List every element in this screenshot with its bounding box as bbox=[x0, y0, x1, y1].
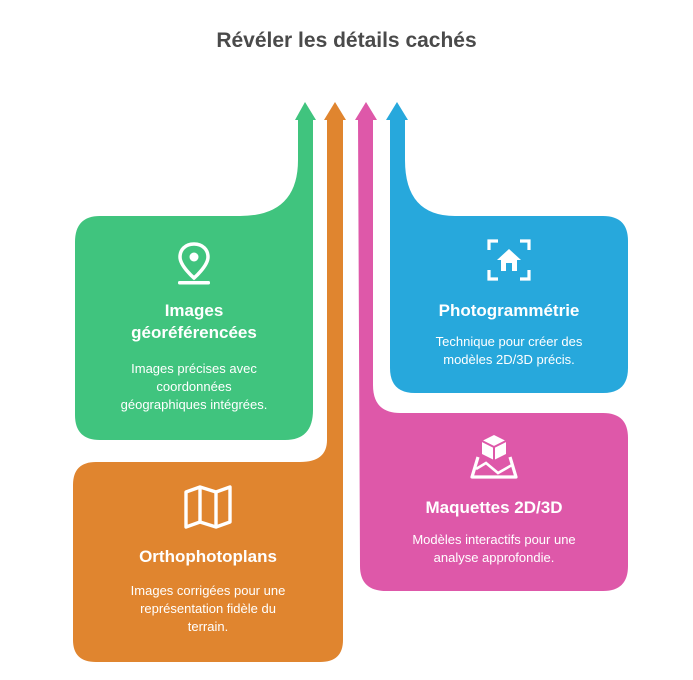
card-orthophotoplans: Orthophotoplans Images corrigées pour un… bbox=[73, 462, 343, 662]
orange-connector bbox=[73, 118, 343, 662]
pink-connector bbox=[358, 118, 628, 591]
card-photogram-desc-line2: modèles 2D/3D précis. bbox=[443, 352, 575, 367]
cube-map-icon bbox=[470, 435, 518, 479]
card-ortho-desc-line3: terrain. bbox=[187, 619, 229, 634]
green-arrowhead bbox=[295, 102, 316, 120]
card-maquettes-desc-line1: Modèles interactifs pour une bbox=[412, 532, 576, 547]
card-ortho-desc-line1: Images corrigées pour une bbox=[130, 583, 286, 598]
pink-arrowhead bbox=[355, 102, 377, 120]
card-ortho-desc-line2: représentation fidèle du bbox=[140, 601, 276, 616]
card-maquettes-desc-line2: analyse approfondie. bbox=[433, 550, 555, 565]
orange-arrowhead bbox=[324, 102, 346, 120]
card-georef-desc-line1: Images précises avec bbox=[131, 361, 257, 376]
card-photogram-title: Photogrammétrie bbox=[438, 301, 580, 320]
map-pin-icon bbox=[178, 242, 210, 285]
card-maquettes: Maquettes 2D/3D Modèles interactifs pour… bbox=[360, 413, 628, 591]
folded-map-icon bbox=[184, 485, 232, 529]
card-photogram-desc-line1: Technique pour créer des bbox=[435, 334, 583, 349]
diagram-title: Révéler les détails cachés bbox=[216, 29, 477, 52]
card-georef-desc-line3: géographiques intégrées. bbox=[120, 397, 268, 412]
card-images-georeferencees: Images géoréférencées Images précises av… bbox=[75, 216, 313, 440]
blue-arrowhead bbox=[386, 102, 408, 120]
card-georef-title-line2: géoréférencées bbox=[131, 323, 257, 342]
card-georef-desc-line2: coordonnées bbox=[156, 379, 232, 394]
card-photogrammetrie: Photogrammétrie Technique pour créer des… bbox=[390, 216, 628, 393]
card-ortho-title: Orthophotoplans bbox=[139, 547, 277, 566]
card-maquettes-title: Maquettes 2D/3D bbox=[425, 498, 563, 517]
card-georef-title-line1: Images bbox=[164, 301, 224, 320]
house-scan-icon bbox=[487, 239, 531, 281]
